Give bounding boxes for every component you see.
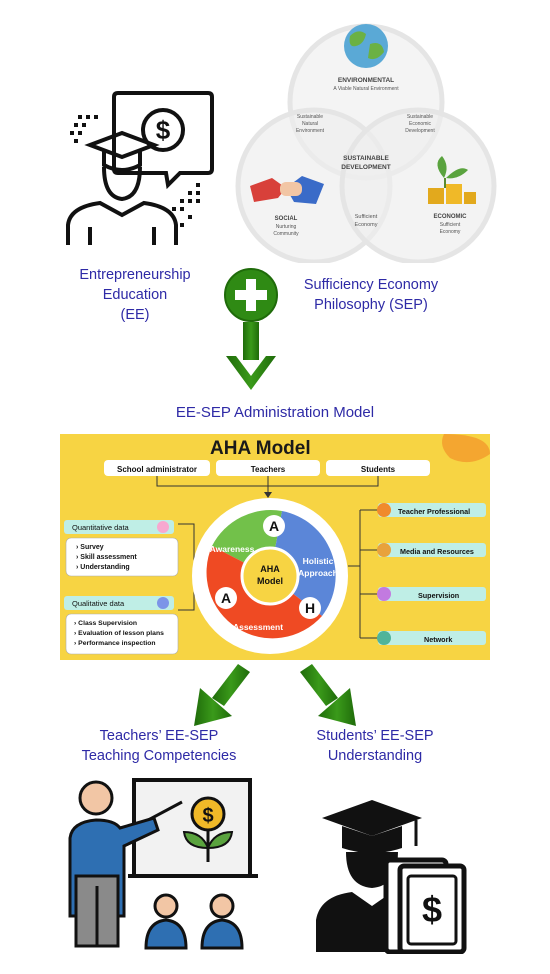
aha-center-label: AHA — [260, 564, 280, 574]
venn-center-title: DEVELOPMENT — [341, 164, 391, 171]
right-item-label: Media and Resources — [400, 547, 474, 556]
aha-center-label: Model — [257, 576, 283, 586]
venn-economic-sub: Sufficient — [440, 222, 461, 228]
stakeholder-label: Teachers — [251, 465, 286, 474]
awareness-letter: A — [269, 518, 279, 534]
qualitative-label: Qualitative data — [72, 599, 125, 608]
stakeholder-label: Students — [361, 465, 396, 474]
graduate-student-icon: $ — [316, 800, 467, 954]
svg-text:$: $ — [156, 115, 171, 145]
right-item-label: Supervision — [418, 591, 459, 600]
teachers-outcome-line: Teaching Competencies — [81, 748, 237, 764]
down-arrow-icon — [226, 322, 276, 390]
branch-arrows — [194, 664, 356, 726]
aha-model-panel: AHA Model School administrator Teachers … — [60, 434, 490, 660]
aha-title: AHA Model — [210, 438, 311, 459]
venn-economic-sub: Economy — [440, 229, 461, 235]
holistic-segment — [270, 511, 336, 616]
quantitative-label: Quantitative data — [72, 523, 130, 532]
venn-overlap-text: Economy — [355, 222, 378, 228]
teacher-presentation-icon: $ — [68, 778, 258, 950]
holistic-label: Approach — [298, 568, 338, 578]
sep-label: Sufficiency Economy Philosophy (SEP) — [286, 275, 456, 315]
students-outcome-line: Understanding — [327, 748, 423, 764]
ee-label: Entrepreneurship Education (EE) — [50, 265, 220, 325]
teachers-outcome-label: Teachers’ EE-SEP Teaching Competencies — [66, 726, 252, 766]
venn-overlap-text: Sustainable — [297, 114, 323, 120]
venn-social-title: SOCIAL — [275, 216, 298, 222]
qualitative-item: › Evaluation of lesson plans — [74, 630, 164, 637]
students-outcome-line: Students’ EE-SEP — [316, 728, 434, 744]
quantitative-item: › Understanding — [76, 564, 130, 571]
assessment-label: Assessment — [233, 622, 283, 632]
ee-label-line: (EE) — [120, 307, 150, 323]
svg-text:$: $ — [422, 889, 442, 930]
venn-environmental-title: ENVIRONMENTAL — [338, 77, 394, 84]
venn-overlap-text: Sustainable — [407, 114, 433, 120]
plus-circle-icon — [224, 268, 278, 322]
sep-label-line: Philosophy (SEP) — [314, 297, 428, 313]
venn-economic-title: ECONOMIC — [434, 214, 468, 220]
venn-social-sub: Community — [273, 231, 299, 237]
assessment-letter: A — [221, 590, 231, 606]
students-outcome-label: Students’ EE-SEP Understanding — [290, 726, 460, 766]
svg-text:$: $ — [202, 805, 213, 827]
venn-overlap-text: Sufficient — [355, 214, 378, 220]
ee-label-line: Education — [102, 287, 168, 303]
coins-plant-icon — [428, 156, 476, 204]
venn-economic-circle — [339, 107, 497, 263]
sep-venn-diagram: ENVIRONMENTAL A Viable Natural Environme… — [235, 23, 497, 263]
ee-label-line: Entrepreneurship — [79, 267, 191, 283]
venn-center-title: SUSTAINABLE — [343, 155, 389, 162]
right-item-label: Teacher Professional — [398, 507, 470, 516]
teachers-outcome-line: Teachers’ EE-SEP — [99, 728, 219, 744]
holistic-letter: H — [305, 600, 315, 616]
venn-environmental-sub: A Viable Natural Environment — [333, 86, 399, 92]
venn-overlap-text: Development — [405, 128, 435, 134]
venn-overlap-text: Natural — [302, 121, 318, 127]
sep-label-line: Sufficiency Economy — [303, 277, 439, 293]
model-title: EE-SEP Administration Model — [175, 404, 375, 421]
handshake-icon — [250, 176, 324, 204]
quantitative-item: › Skill assessment — [76, 554, 137, 561]
venn-social-sub: Nurturing — [276, 224, 297, 230]
holistic-label: Holistic — [303, 556, 334, 566]
down-right-arrow-icon — [300, 664, 356, 726]
globe-icon — [344, 24, 388, 68]
awareness-label: Awareness — [210, 544, 255, 554]
venn-overlap-text: Economic — [409, 121, 431, 127]
stakeholder-label: School administrator — [117, 465, 197, 474]
quantitative-item: › Survey — [76, 544, 104, 551]
right-item-label: Network — [424, 635, 452, 644]
qualitative-item: › Class Supervision — [74, 620, 137, 627]
venn-overlap-text: Environment — [296, 128, 325, 134]
qualitative-item: › Performance inspection — [74, 640, 156, 647]
down-left-arrow-icon — [194, 664, 250, 726]
entrepreneur-icon: $ — [66, 91, 214, 245]
